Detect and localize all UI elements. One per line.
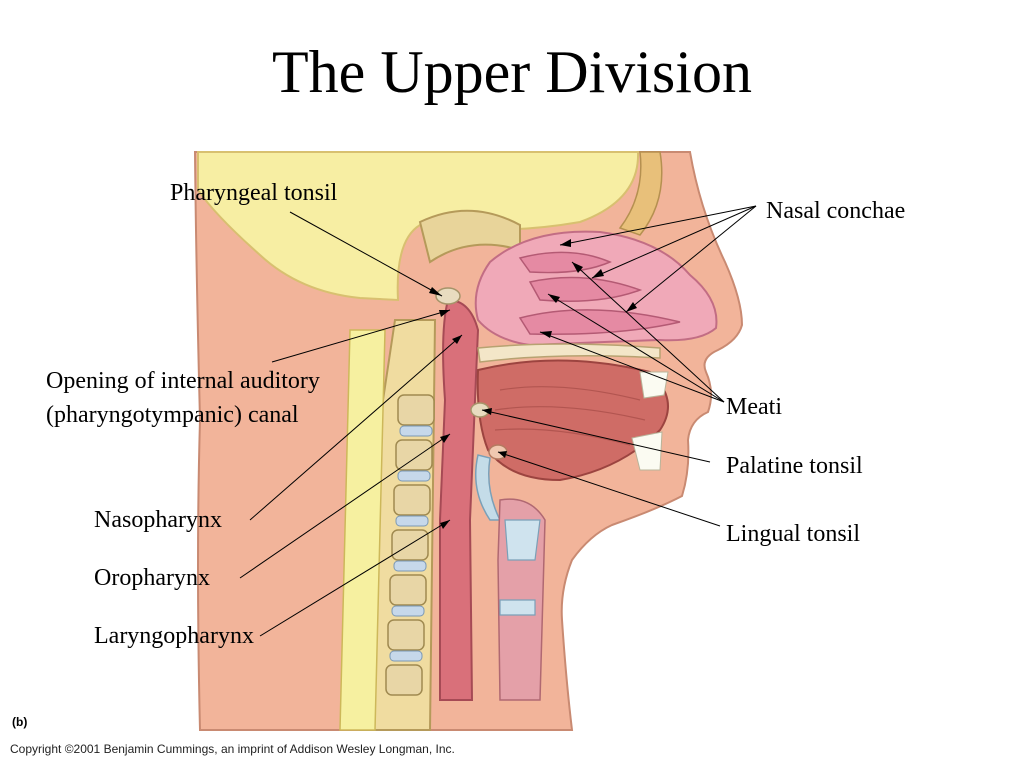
- thyroid-cartilage: [504, 519, 541, 561]
- nasal-concha-middle: [528, 276, 643, 302]
- label-opening-line2: (pharyngotympanic) canal: [46, 402, 299, 428]
- intervertebral-discs: [389, 425, 433, 662]
- leader-arrowheads: [429, 239, 637, 529]
- frontal-bone: [618, 151, 663, 236]
- hard-palate: [477, 343, 661, 363]
- label-palatine-tonsil: Palatine tonsil: [726, 453, 863, 479]
- label-nasopharynx: Nasopharynx: [94, 507, 222, 533]
- tongue-fibers: [494, 386, 646, 446]
- label-oropharynx: Oropharynx: [94, 565, 210, 591]
- vertebrae: [385, 394, 435, 696]
- label-laryngopharynx: Laryngopharynx: [94, 623, 254, 649]
- nasal-concha-inferior: [518, 309, 681, 335]
- skull-bone: [418, 209, 521, 264]
- label-pharyngeal-tonsil: Pharyngeal tonsil: [170, 180, 338, 206]
- label-meati: Meati: [726, 394, 782, 420]
- cricoid-cartilage: [499, 599, 536, 616]
- slide-title: The Upper Division: [272, 39, 752, 105]
- pharynx: [439, 298, 480, 701]
- brain: [197, 151, 640, 302]
- lower-teeth: [631, 431, 663, 471]
- tongue: [476, 359, 669, 482]
- leader-lines: [239, 205, 757, 637]
- figure-tag: (b): [12, 715, 28, 729]
- nasal-concha-superior: [518, 251, 612, 274]
- label-opening-line1: Opening of internal auditory: [46, 368, 320, 394]
- label-nasal-conchae: Nasal conchae: [766, 198, 906, 224]
- spinal-cord: [339, 329, 386, 731]
- pharyngeal-tonsil: [435, 287, 461, 305]
- copyright-notice: Copyright ©2001 Benjamin Cummings, an im…: [10, 742, 455, 756]
- label-lingual-tonsil: Lingual tonsil: [726, 521, 860, 547]
